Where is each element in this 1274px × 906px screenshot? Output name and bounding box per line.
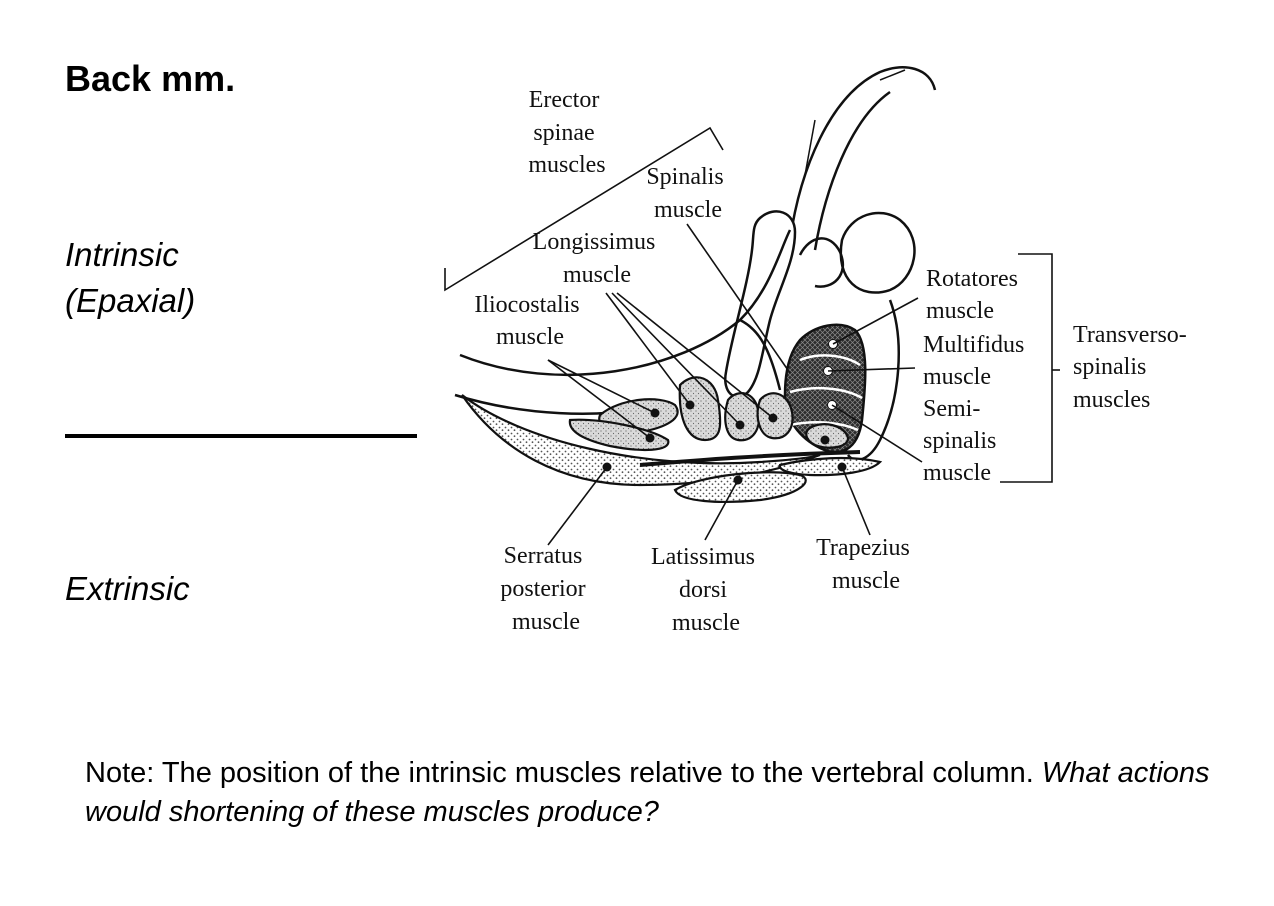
longissimus-leader-2 — [611, 292, 741, 426]
trapezius-label: Trapezius muscle — [816, 535, 916, 594]
note-question: What actions would shortening of these m… — [85, 757, 1210, 828]
iliocostalis-label: Iliocostalis muscle — [474, 292, 585, 350]
spinalis-leader — [686, 223, 791, 374]
trapezius-layer — [778, 456, 883, 477]
extrinsic-label: Extrinsic — [65, 570, 190, 607]
erector-spinae-bracket — [444, 126, 724, 292]
erector-spinae-label: Erector spinae muscles — [528, 87, 605, 178]
vertebral-body-arc — [788, 66, 937, 241]
latissimus-dorsi-label: Latissimus dorsi muscle — [651, 544, 761, 636]
figure-labels: Erector spinae muscles Spinalis muscle L… — [474, 87, 1193, 636]
transversospinalis-label: Transverso- spinalis muscles — [1073, 322, 1193, 413]
slide-title: Back mm. — [65, 58, 236, 99]
semispinalis-small — [805, 423, 850, 449]
fill-in-blank-line — [65, 434, 417, 438]
latissimus-dorsi-layer — [673, 471, 807, 503]
longissimus-label: Longissimus muscle — [533, 229, 662, 288]
latissimus-leader — [704, 479, 739, 541]
spinalis-label: Spinalis muscle — [646, 164, 729, 223]
serratus-leader — [547, 466, 608, 546]
transversospinalis-bracket — [1000, 253, 1053, 483]
longissimus-bundle-2 — [724, 392, 760, 442]
leader-lines — [444, 126, 1060, 546]
note-statement: Note: The position of the intrinsic musc… — [85, 757, 1042, 789]
fascia-dark-band — [639, 450, 861, 467]
transverse-process — [839, 211, 916, 294]
longissimus-leader-3 — [616, 292, 774, 419]
transversospinalis-bands — [789, 354, 863, 432]
longissimus-bundle-1 — [678, 376, 722, 442]
rotatores-leader — [832, 297, 919, 345]
iliocostalis-bundle-lower — [568, 418, 670, 452]
longissimus-leader-1 — [605, 292, 691, 406]
trapezius-leader — [841, 466, 871, 536]
iliocostalis-leader-2 — [547, 359, 651, 439]
semispinalis-leader — [831, 404, 923, 463]
multifidus-leader — [827, 367, 916, 372]
note-text: Note: The position of the intrinsic musc… — [85, 754, 1235, 832]
serratus-posterior-layer — [461, 394, 821, 487]
intrinsic-label-line2: (Epaxial) — [65, 282, 196, 319]
intrinsic-label: Intrinsic (Epaxial) — [65, 232, 195, 324]
rotatores-label: Rotatores muscle — [926, 266, 1024, 324]
semispinalis-label: Semi- spinalis muscle — [923, 396, 1002, 486]
iliocostalis-leader-1 — [547, 359, 656, 414]
multifidus-label: Multifidus muscle — [923, 332, 1030, 390]
serratus-posterior-label: Serratus posterior muscle — [500, 543, 591, 635]
intrinsic-label-line1: Intrinsic — [65, 236, 179, 273]
